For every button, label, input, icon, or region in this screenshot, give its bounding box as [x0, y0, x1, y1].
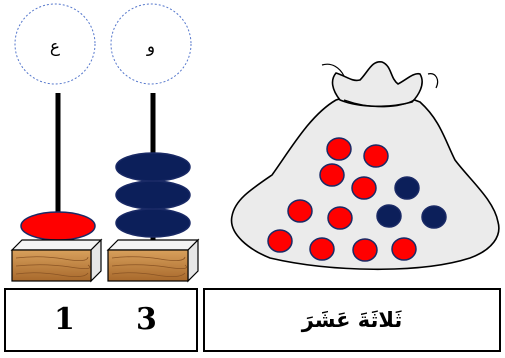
- units-digit: 3: [136, 302, 157, 337]
- red-counter: [319, 163, 345, 187]
- units-bead: [115, 208, 191, 238]
- tens-digit: 1: [54, 302, 75, 337]
- red-counter: [309, 237, 335, 261]
- blue-counter: [394, 176, 420, 200]
- red-counter: [391, 237, 417, 261]
- tens-place-label: ع: [50, 37, 60, 57]
- number-word: ثَلاثَةَ عَشَرَ: [301, 308, 403, 332]
- units-bead: [115, 152, 191, 182]
- red-counter: [352, 238, 378, 262]
- bag-knot: [331, 61, 423, 108]
- tens-bead: [20, 211, 96, 241]
- bag-counters: [267, 137, 447, 262]
- blue-counter: [376, 204, 402, 228]
- red-counter: [326, 137, 352, 161]
- units-place-label: و: [146, 37, 155, 57]
- blue-counter: [421, 205, 447, 229]
- red-counter: [267, 229, 293, 253]
- tens-place-header: ع: [14, 3, 96, 85]
- tens-wood-base: [10, 238, 103, 283]
- red-counter: [287, 199, 313, 223]
- number-word-cell: ثَلاثَةَ عَشَرَ: [203, 288, 501, 352]
- units-wood-base: [106, 238, 200, 283]
- units-place-header: و: [110, 3, 192, 85]
- counter-bag: [230, 61, 500, 271]
- red-counter: [363, 144, 389, 168]
- tens-beads: [20, 211, 96, 241]
- units-bead: [115, 180, 191, 210]
- digits-cell: 1 3: [4, 288, 198, 352]
- red-counter: [327, 206, 353, 230]
- units-beads: [115, 152, 191, 238]
- red-counter: [351, 176, 377, 200]
